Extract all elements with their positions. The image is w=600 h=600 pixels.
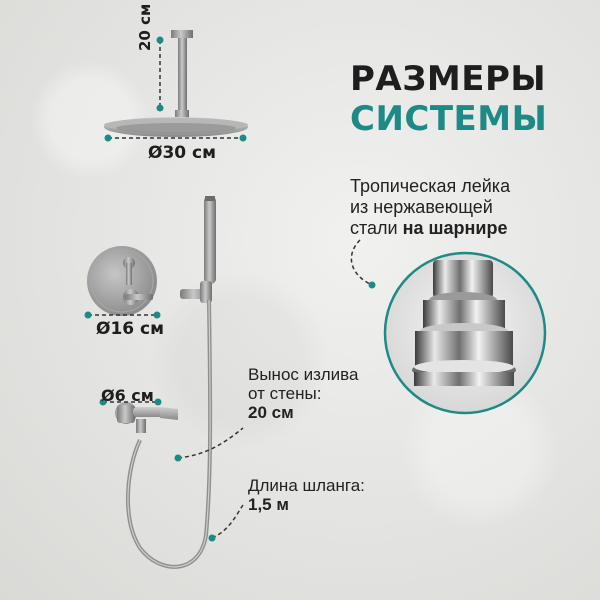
description-line-3-regular: стали <box>350 218 403 238</box>
mixer-diameter-dimension-line <box>84 311 161 319</box>
spout-diameter-label: Ø6 см <box>101 386 154 405</box>
description-line-2: из нержавеющей <box>350 197 493 217</box>
rain-shower-head <box>104 30 248 137</box>
shower-head-description: Тропическая лейка из нержавеющей стали н… <box>350 176 510 239</box>
description-line-3-bold: на шарнире <box>402 218 508 238</box>
hose-length-text: Длина шланга: 1,5 м <box>248 476 365 514</box>
thermostatic-mixer <box>87 246 157 316</box>
spout-value: 20 см <box>248 403 294 422</box>
bath-spout <box>115 402 178 433</box>
head-diameter-dimension-line <box>104 134 247 142</box>
description-line-3: стали на шарнире <box>350 218 510 239</box>
title-line-1: РАЗМЕРЫ <box>350 59 547 99</box>
hose-line-1: Длина шланга: <box>248 476 365 495</box>
spout-line-2: от стены: <box>248 384 322 403</box>
description-line-1: Тропическая лейка <box>350 176 511 196</box>
hose-length-pointer <box>208 504 244 542</box>
spout-line-1: Вынос излива <box>248 365 359 384</box>
hose-value: 1,5 м <box>248 495 289 514</box>
hand-shower <box>180 196 216 303</box>
swivel-joint-detail <box>383 251 547 415</box>
shower-head-height-label: 20 см <box>136 3 154 51</box>
spout-reach-text: Вынос излива от стены: 20 см <box>248 365 358 422</box>
shower-hose <box>125 299 213 569</box>
page-title: РАЗМЕРЫ СИСТЕМЫ <box>350 62 547 136</box>
spout-diameter-dimension-line <box>99 398 162 406</box>
spout-reach-pointer <box>174 427 244 462</box>
head-height-dimension-line <box>156 36 164 112</box>
mixer-diameter-label: Ø16 см <box>96 319 164 339</box>
title-line-2: СИСТЕМЫ <box>350 99 548 139</box>
description-pointer <box>350 239 376 289</box>
shower-head-diameter-label: Ø30 см <box>148 143 216 163</box>
